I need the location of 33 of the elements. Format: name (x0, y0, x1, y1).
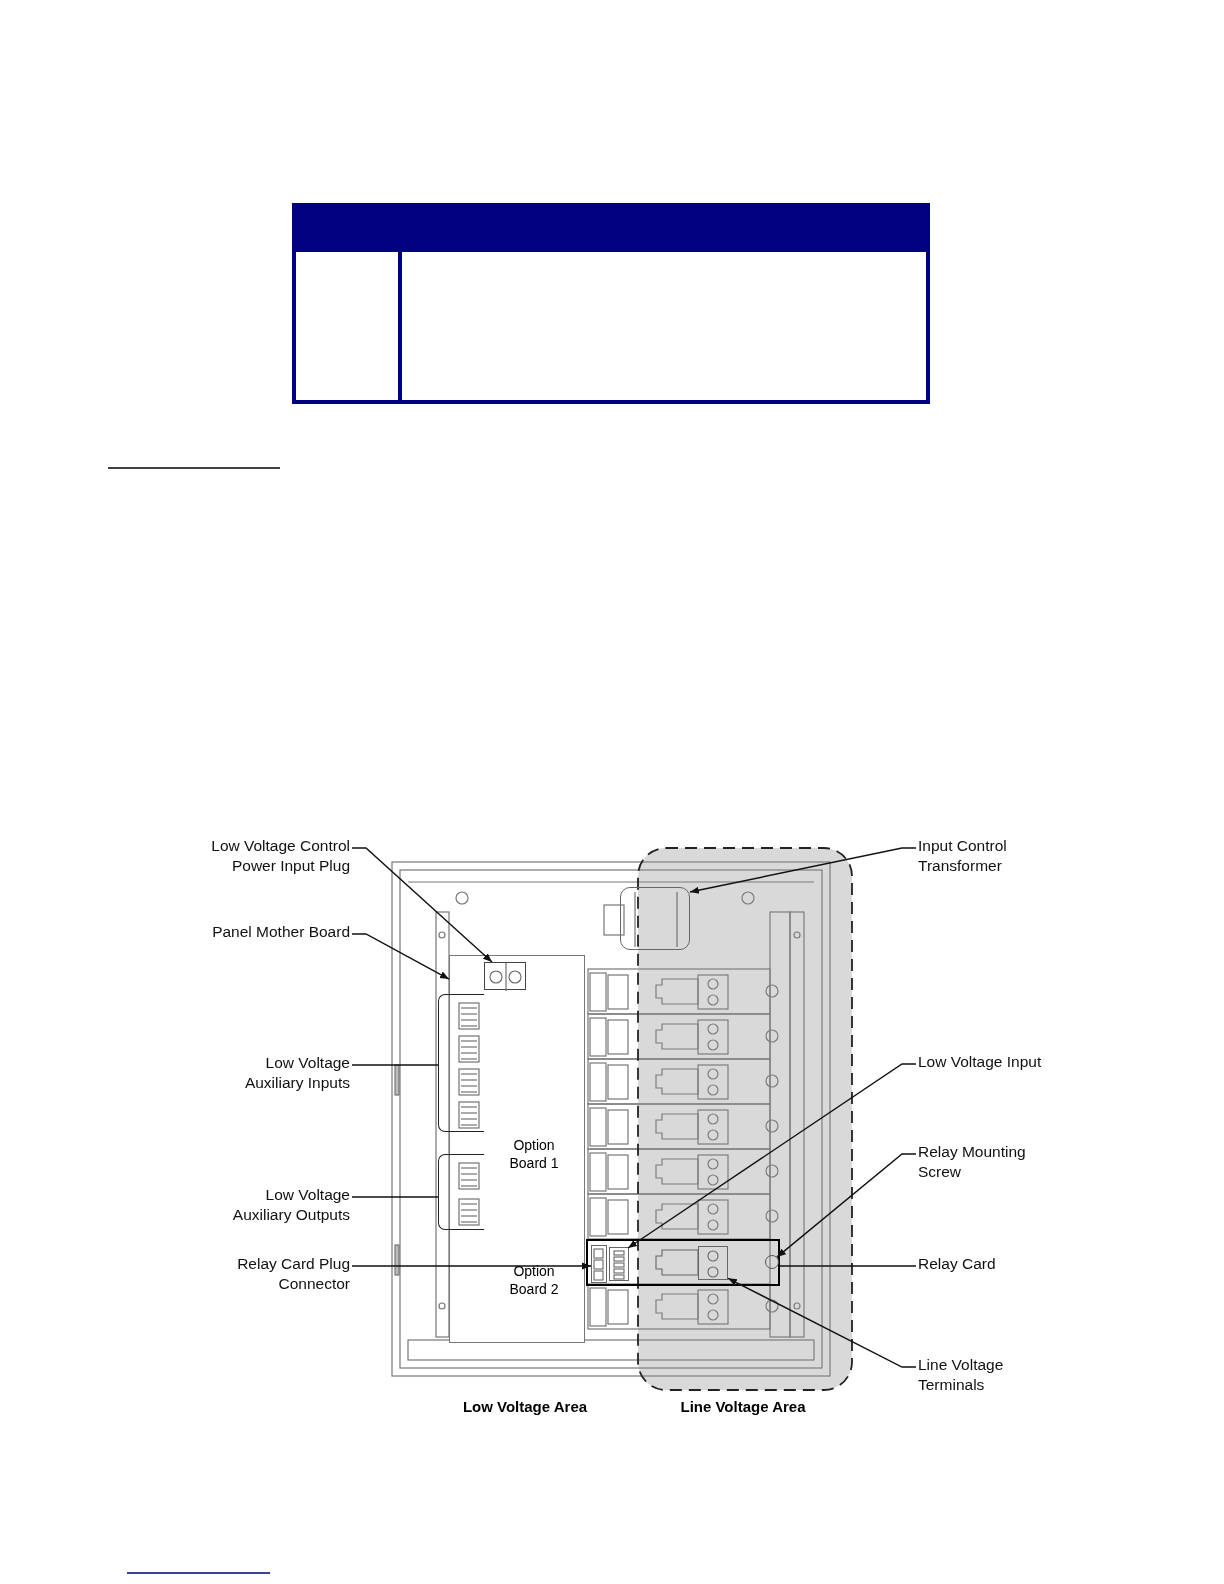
leader-line (351, 933, 450, 980)
leader-line (689, 847, 917, 894)
callout-label: Low Voltage Input (918, 1052, 1043, 1092)
callout-label: Input Control Transformer (918, 836, 1043, 876)
callout-label: Relay Mounting Screw (918, 1142, 1043, 1182)
relay-card (586, 1239, 780, 1286)
terminal-block (698, 1246, 728, 1280)
leader-line (779, 1265, 917, 1267)
callout-label: Low Voltage Auxiliary Inputs (230, 1053, 350, 1093)
leader-line (351, 1262, 592, 1270)
leader-line (727, 1277, 917, 1368)
circuit-board (449, 955, 585, 1343)
leader-line (627, 1063, 917, 1249)
callout-label: Low Voltage Auxiliary Outputs (220, 1185, 350, 1225)
board-label: Option Board 1 (508, 1136, 560, 1172)
callout-label: Relay Card (918, 1254, 1043, 1274)
plug-connector (591, 1245, 607, 1283)
area-label: Low Voltage Area (461, 1398, 589, 1416)
callout-label: Relay Card Plug Connector (215, 1254, 350, 1294)
leader-line (351, 1196, 439, 1198)
leader-line (776, 1153, 917, 1258)
terminal-block-group (438, 994, 484, 1132)
input-connector (609, 1247, 629, 1281)
transformer (620, 887, 690, 950)
leader-line (351, 847, 493, 963)
callout-label: Line Voltage Terminals (918, 1355, 1043, 1395)
terminal-block-group (438, 1154, 484, 1230)
area-label: Line Voltage Area (679, 1398, 807, 1416)
board-label: Option Board 2 (508, 1262, 560, 1298)
leader-line (351, 1064, 439, 1066)
callout-label: Panel Mother Board (190, 922, 350, 942)
terminal-plug (484, 962, 526, 990)
callout-label: Low Voltage Control Power Input Plug (195, 836, 350, 876)
